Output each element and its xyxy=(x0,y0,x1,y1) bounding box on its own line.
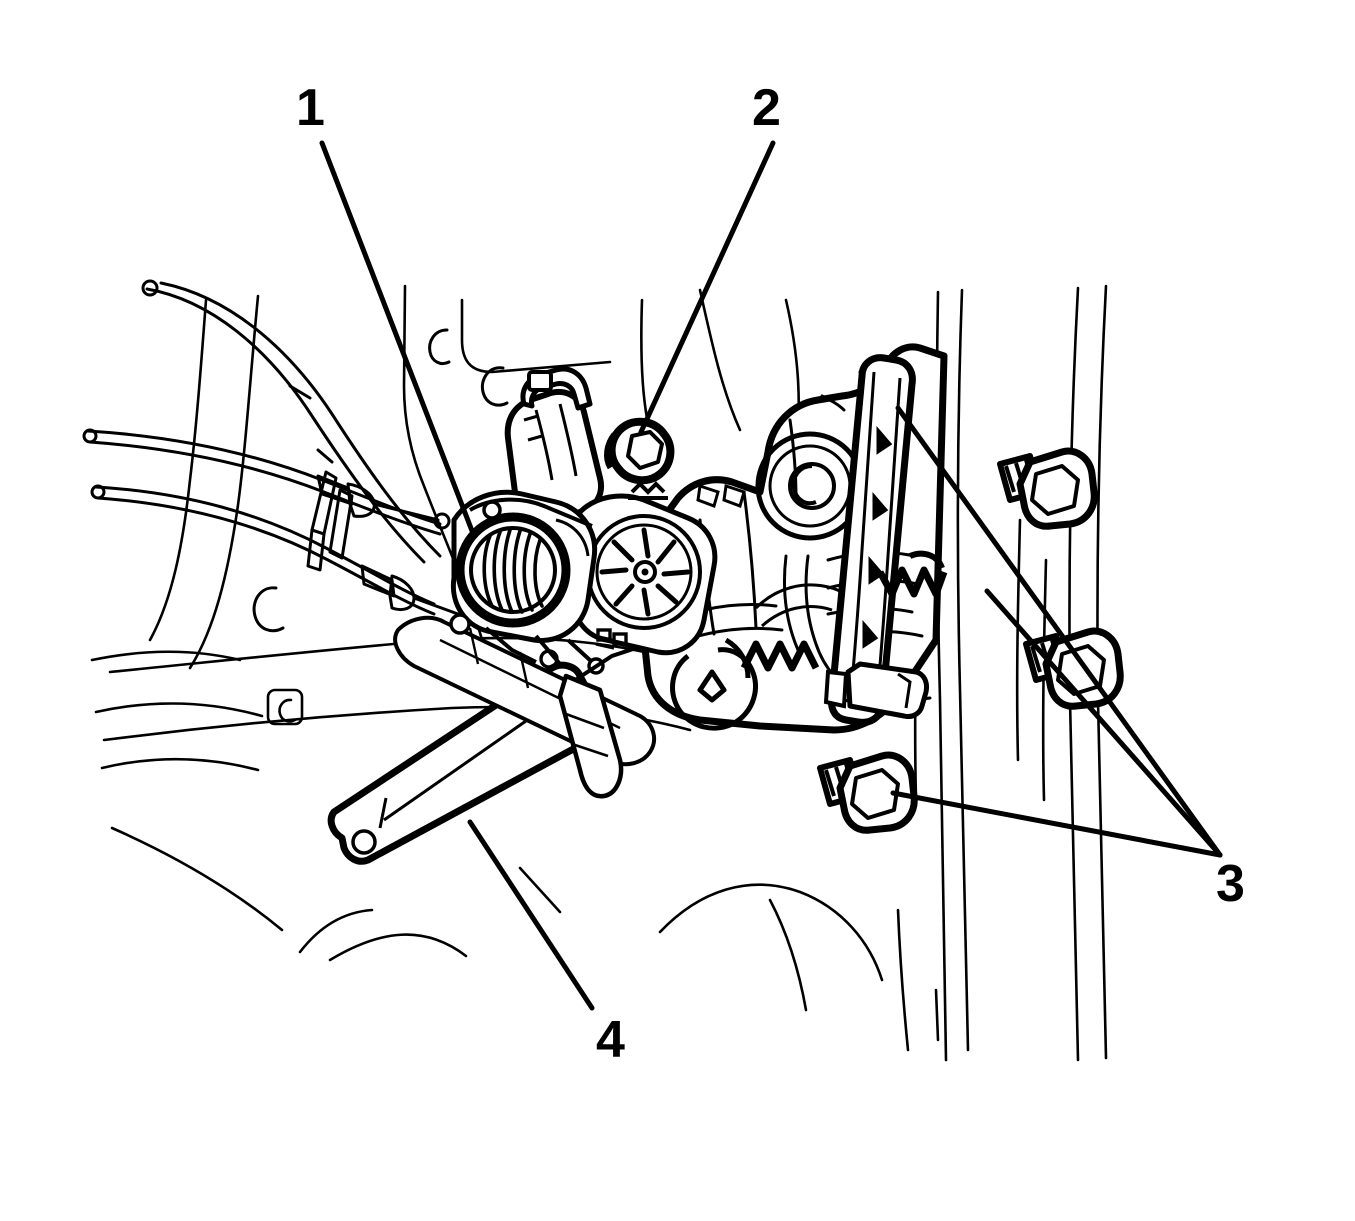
leader-line-4 xyxy=(467,819,595,1011)
callout-label-1: 1 xyxy=(296,79,325,137)
leader-line-3b xyxy=(984,588,1223,858)
leader-line-3c xyxy=(890,790,1223,858)
cable-drum-housing xyxy=(449,489,598,644)
electrical-connector xyxy=(823,661,929,719)
retaining-bolt-lower xyxy=(817,751,918,834)
callout-leader-lines xyxy=(319,140,1223,1011)
regulator-cables xyxy=(82,279,460,616)
leader-line-3a xyxy=(895,405,1223,858)
drive-gear-sprocket xyxy=(599,527,691,617)
callout-label-3: 3 xyxy=(1216,855,1245,913)
drive-gear-housing xyxy=(571,481,718,656)
regulator-linkage-bracket xyxy=(468,497,605,675)
regulator-spring-zigzag-lower xyxy=(740,640,820,672)
leader-line-1 xyxy=(319,140,477,539)
motor-mounting-nut xyxy=(604,417,675,485)
leader-line-2 xyxy=(638,140,776,435)
retaining-bolt-upper xyxy=(997,447,1098,530)
callout-label-4: 4 xyxy=(596,1011,625,1069)
regulator-slider-link xyxy=(557,673,624,799)
cable-drum-pulley xyxy=(482,528,544,614)
callout-label-2: 2 xyxy=(752,79,781,137)
regulator-spring-zigzag-upper xyxy=(876,550,948,598)
